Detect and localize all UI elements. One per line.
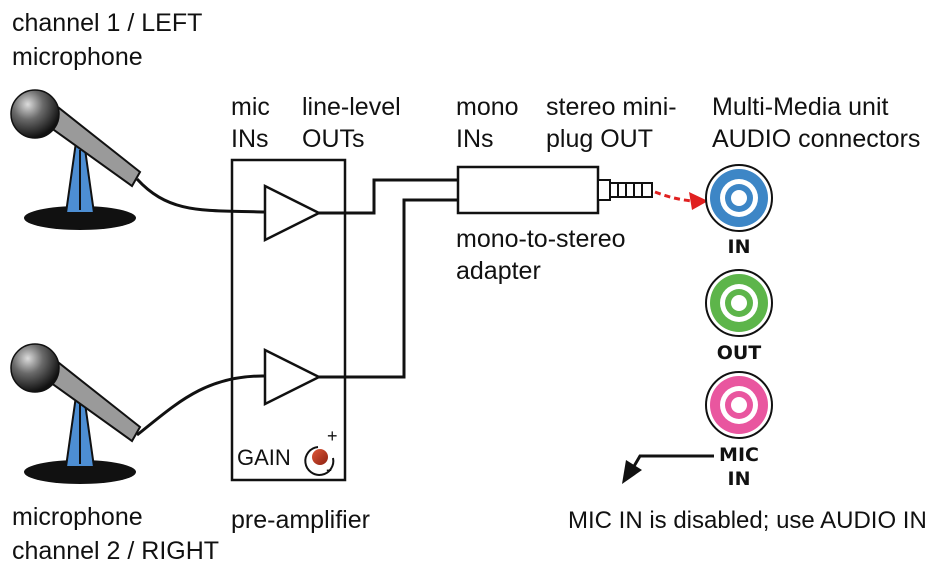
right-mic-body: [45, 361, 142, 443]
gain-knob-icon: [312, 449, 328, 465]
left-mic-base: [24, 206, 136, 230]
left-mic-body: [45, 106, 142, 188]
preamp-top-amplifier: [263, 183, 322, 243]
gain-plus-sign: +: [327, 426, 338, 446]
left-mic-label-line1: channel 1 / LEFT: [12, 9, 203, 37]
right-mic-label-line2: channel 2 / RIGHT: [12, 537, 220, 565]
gain-label: GAIN: [237, 445, 291, 470]
mono-ins-label-line2: INs: [456, 125, 494, 153]
adapter-caption-line1: mono-to-stereo: [456, 225, 626, 253]
mic-ins-label-line2: INs: [231, 125, 269, 153]
right-microphone: [10, 343, 142, 484]
mic-in-disabled-note: MIC IN is disabled; use AUDIO IN: [568, 507, 927, 534]
right-mic-label-line1: microphone: [12, 503, 143, 531]
top-line-out-wire: [319, 178, 460, 215]
stereo-mini-plug: [609, 182, 653, 198]
jack-audio-in-label: IN: [727, 236, 751, 258]
stereo-out-label-line2: plug OUT: [546, 125, 653, 153]
adapter-body: [456, 165, 600, 215]
left-mic-cable: [135, 177, 266, 214]
left-mic-label-line2: microphone: [12, 43, 143, 71]
jack-mic-in-label-line1: MIC: [719, 444, 759, 466]
mono-ins-label-line1: mono: [456, 93, 519, 121]
jack-audio-out[interactable]: [705, 269, 773, 337]
gain-minus-sign: -: [326, 459, 332, 479]
stereo-out-label-line1: stereo mini-: [546, 93, 677, 121]
line-outs-label-line1: line-level: [302, 93, 401, 121]
left-mic-head: [10, 89, 60, 139]
mic-ins-label-line1: mic: [231, 93, 270, 121]
multimedia-unit-title-line2: AUDIO connectors: [712, 125, 921, 153]
gain-arc-icon: [304, 446, 335, 476]
bottom-line-out-wire: [319, 198, 460, 379]
jack-audio-in[interactable]: [705, 164, 773, 232]
gain-knob[interactable]: [304, 446, 335, 476]
right-mic-base: [24, 460, 136, 484]
line-outs-label-line2: OUTs: [302, 125, 365, 153]
right-mic-cable: [136, 374, 266, 437]
preamp-bottom-amplifier: [263, 347, 322, 407]
jack-audio-out-label: OUT: [716, 342, 762, 364]
adapter-plug-sleeve: [597, 179, 611, 201]
preamp-box: [230, 158, 347, 482]
preamp-caption: pre-amplifier: [231, 506, 370, 534]
adapter-caption-line2: adapter: [456, 257, 541, 285]
jack-mic-in[interactable]: [705, 371, 773, 439]
right-mic-head: [10, 343, 60, 393]
mic-in-note-arrow: [622, 454, 714, 484]
multimedia-unit-title-line1: Multi-Media unit: [712, 93, 889, 121]
left-microphone: [10, 89, 142, 230]
signal-arrow: [654, 190, 708, 210]
jack-mic-in-label-line2: IN: [727, 468, 751, 490]
